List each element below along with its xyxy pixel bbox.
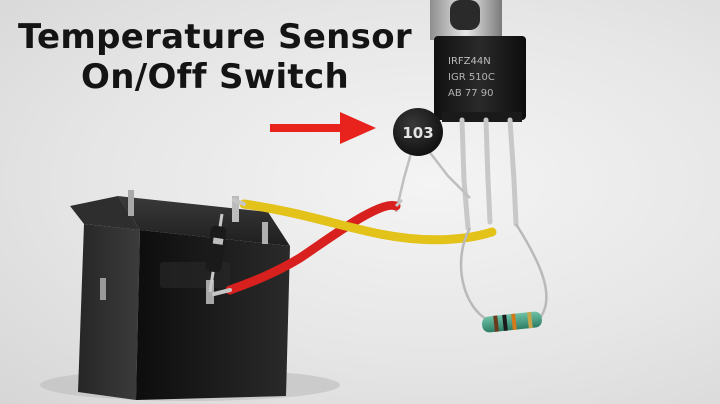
resistor-band	[511, 313, 517, 330]
arrow-shaft	[270, 124, 342, 132]
relay	[70, 190, 290, 400]
relay-pin	[100, 278, 106, 300]
relay-pin	[232, 196, 239, 222]
relay-pin	[128, 190, 134, 216]
resistor-band	[493, 315, 499, 332]
mosfet-gate-leg	[459, 117, 471, 231]
resistor-lead-right	[514, 223, 548, 319]
diode-body	[205, 225, 227, 273]
relay-side-face	[78, 224, 140, 400]
yellow-wire	[239, 199, 497, 245]
title-line-1: Temperature Sensor	[18, 17, 412, 57]
resistor-band	[527, 311, 533, 329]
relay-top-face	[118, 196, 290, 246]
mosfet-body-base	[442, 112, 522, 122]
title-line-2: On/Off Switch	[81, 57, 349, 98]
thermistor-leg-right	[427, 149, 471, 199]
mosfet-marking-line1: IRFZ44N	[448, 56, 491, 67]
resistor-lead-left	[459, 227, 493, 324]
relay-pin	[262, 222, 268, 244]
thermistor-leg-left	[394, 149, 414, 213]
mosfet-marking-line2: IGR 510C	[448, 72, 495, 83]
thermistor: 103	[393, 108, 443, 156]
red-wire-strand	[212, 288, 232, 296]
resistor	[482, 311, 542, 333]
mosfet-tab-hole	[450, 0, 480, 30]
diode	[205, 213, 227, 293]
thermistor-disc	[393, 108, 443, 156]
title-overlay: Temperature Sensor On/Off Switch	[0, 18, 430, 96]
mosfet: IRFZ44N IGR 510C AB 77 90	[430, 0, 526, 231]
pointer-arrow	[270, 112, 376, 144]
red-wire-tip	[394, 198, 404, 208]
yellow-wire-strand	[232, 198, 246, 206]
thermistor-label: 103	[402, 124, 433, 142]
resistor-band	[502, 314, 508, 331]
arrow-head	[340, 112, 376, 144]
mosfet-drain-leg	[483, 117, 493, 225]
mosfet-body	[434, 36, 526, 120]
diode-band	[212, 237, 224, 245]
mosfet-marking-line3: AB 77 90	[448, 88, 494, 99]
mosfet-source-leg	[507, 117, 519, 227]
relay-top-left-bevel	[70, 196, 140, 230]
red-wire	[225, 200, 401, 295]
